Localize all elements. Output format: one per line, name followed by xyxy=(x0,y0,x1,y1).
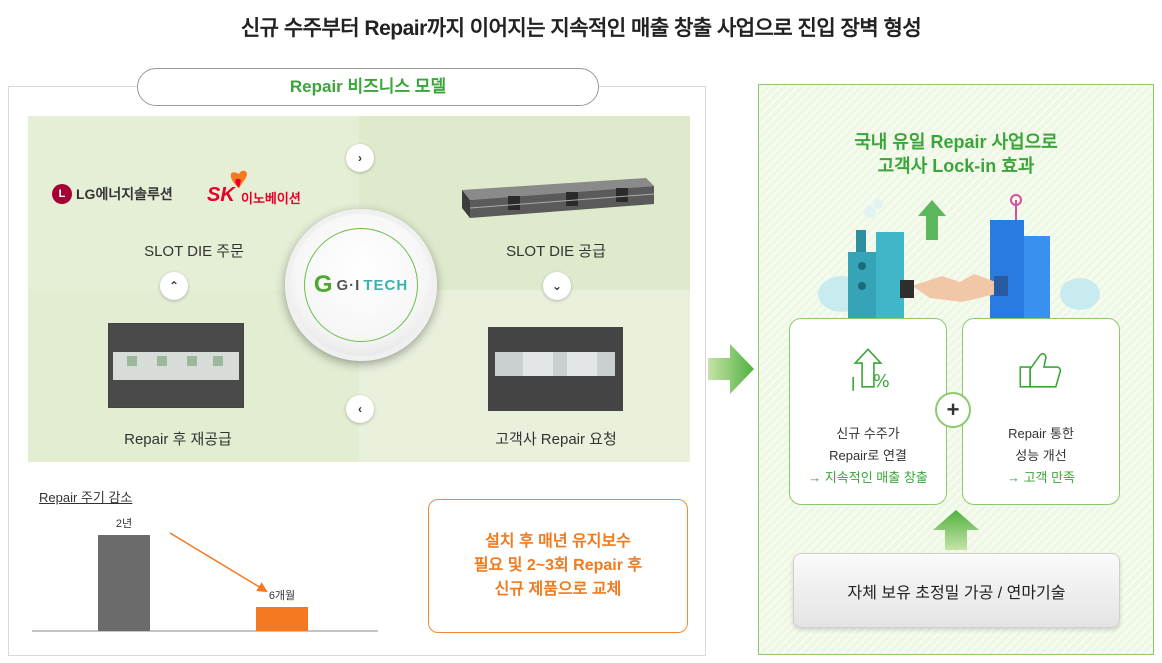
flow-arrow-left: ‹ xyxy=(346,395,374,423)
model-title-pill: Repair 비즈니스 모델 xyxy=(137,68,599,106)
card-right-line-2: 성능 개선 xyxy=(963,445,1119,467)
gitech-text-a: G·I xyxy=(336,277,360,294)
customer-part-graphic xyxy=(489,328,622,410)
panel-transition-arrow xyxy=(708,344,756,394)
repair-cycle-chart: 2년 6개월 xyxy=(28,505,388,635)
chart-bar-2 xyxy=(256,607,308,631)
card-right-line-1: Repair 통한 xyxy=(963,423,1119,445)
label-repair-request: 고객사 Repair 요청 xyxy=(456,428,656,449)
up-arrow-icon xyxy=(933,510,979,550)
lock-in-heading-line-2: 고객사 Lock-in 효과 xyxy=(758,154,1154,178)
flow-arrow-right: › xyxy=(346,144,374,172)
chart-bar-label-2: 6개월 xyxy=(269,589,295,602)
lock-in-heading: 국내 유일 Repair 사업으로 고객사 Lock-in 효과 xyxy=(758,130,1154,178)
sk-logo-text: SK xyxy=(207,184,235,207)
lg-energy-logo: L LG에너지솔루션 xyxy=(52,184,173,204)
card-right-line-3: → 고객 만족 xyxy=(963,467,1119,489)
gitech-text-b: TECH xyxy=(363,277,408,294)
growth-percent-icon: % xyxy=(790,347,946,395)
core-technology-box: 자체 보유 초정밀 가공 / 연마기술 xyxy=(793,553,1120,628)
gitech-mark-icon: G xyxy=(314,271,334,299)
card-performance: Repair 통한 성능 개선 → 고객 만족 xyxy=(962,318,1120,505)
svg-text:%: % xyxy=(873,372,890,392)
note-line-3: 신규 제품으로 교체 xyxy=(495,578,622,602)
card-left-line-1: 신규 수주가 xyxy=(790,423,946,445)
lg-logo-text: LG에너지솔루션 xyxy=(76,184,173,204)
partnership-illustration xyxy=(812,194,1102,322)
lock-in-heading-line-1: 국내 유일 Repair 사업으로 xyxy=(758,130,1154,154)
note-line-1: 설치 후 매년 유지보수 xyxy=(485,530,631,554)
gitech-logo-text: G G·I TECH xyxy=(314,271,408,299)
repaired-part-graphic xyxy=(109,324,243,407)
chart-bar-label-1: 2년 xyxy=(116,517,132,530)
maintenance-note-box: 설치 후 매년 유지보수 필요 및 2~3회 Repair 후 신규 제품으로 … xyxy=(428,499,688,633)
sk-logo-subtext: 이노베이션 xyxy=(241,188,301,207)
page-title: 신규 수주부터 Repair까지 이어지는 지속적인 매출 창출 사업으로 진입… xyxy=(0,12,1162,42)
label-slot-die-order: SLOT DIE 주문 xyxy=(94,240,294,261)
note-line-2: 필요 및 2~3회 Repair 후 xyxy=(474,554,642,578)
thumbs-up-icon xyxy=(963,347,1119,395)
card-left-text: 신규 수주가 Repair로 연결 → 지속적인 매출 창출 xyxy=(790,423,946,489)
chart-title: Repair 주기 감소 xyxy=(39,487,132,506)
slot-die-product-image xyxy=(456,172,656,222)
flow-arrow-down: ⌄ xyxy=(543,272,571,300)
growth-arrow-icon xyxy=(918,200,946,240)
lg-logo-icon: L xyxy=(52,184,72,204)
card-new-order-repair: % 신규 수주가 Repair로 연결 → 지속적인 매출 창출 xyxy=(789,318,947,505)
sk-innovation-logo: SK 이노베이션 xyxy=(207,168,337,208)
card-right-text: Repair 통한 성능 개선 → 고객 만족 xyxy=(963,423,1119,489)
chart-bar-1 xyxy=(98,535,150,631)
flow-arrow-up: ⌃ xyxy=(160,272,188,300)
card-left-line-3: → 지속적인 매출 창출 xyxy=(790,467,946,489)
gitech-center-logo: G G·I TECH xyxy=(285,209,437,361)
decrease-arrow xyxy=(170,533,266,591)
gitech-logo-ring: G G·I TECH xyxy=(304,228,418,342)
label-slot-die-supply: SLOT DIE 공급 xyxy=(456,240,656,261)
label-repair-resupply: Repair 후 재공급 xyxy=(78,428,278,449)
plus-icon: + xyxy=(935,392,971,428)
customer-part-photo xyxy=(488,327,623,411)
card-left-line-2: Repair로 연결 xyxy=(790,445,946,467)
repaired-part-photo xyxy=(108,323,244,408)
